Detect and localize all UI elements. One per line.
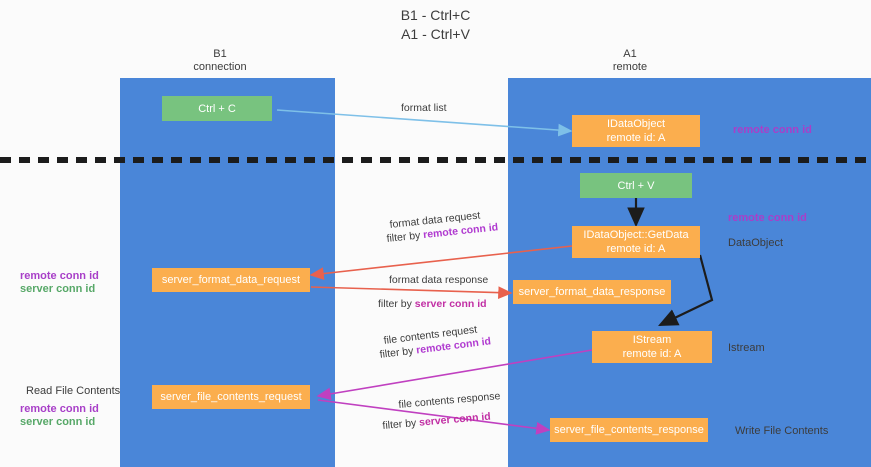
filter-prefix-1: filter by — [386, 229, 424, 245]
node-server-file-contents-response-label: server_file_contents_response — [554, 424, 704, 436]
page-title: B1 - Ctrl+C A1 - Ctrl+V — [0, 6, 871, 44]
caption-left-server-conn-id: server conn id — [20, 283, 96, 295]
node-server-file-contents-request-label: server_file_contents_request — [160, 391, 302, 403]
node-ctrl-c-label: Ctrl + C — [198, 102, 236, 115]
node-ctrl-v[interactable]: Ctrl + V — [580, 173, 692, 198]
caption-left-remote-conn-id-2: remote conn id — [20, 403, 99, 415]
edge-label-format-list: format list — [401, 102, 447, 114]
caption-write-file-contents: Write File Contents — [735, 425, 829, 437]
filter-key-server-conn-id-2: server conn id — [418, 410, 492, 429]
column-left-name: B1 — [213, 48, 227, 60]
node-idataobject-line1: IDataObject — [606, 118, 666, 130]
node-idataobject[interactable]: IDataObject remote id: A — [572, 115, 700, 147]
title-line-2: A1 - Ctrl+V — [401, 26, 470, 42]
node-server-file-contents-request[interactable]: server_file_contents_request — [152, 385, 310, 409]
node-istream[interactable]: IStream remote id: A — [592, 331, 712, 363]
filter-prefix-4: filter by — [382, 416, 420, 432]
column-left-role: connection — [193, 61, 247, 73]
column-header-right: A1 remote — [560, 48, 700, 74]
caption-read-file-contents: Read File Contents — [26, 385, 121, 397]
caption-istream: Istream — [728, 342, 765, 354]
caption-left-server-conn-id-2: server conn id — [20, 416, 96, 428]
caption-remote-conn-id-top: remote conn id — [733, 124, 812, 136]
edge-label-file-contents-response-filter: filter by server conn id — [382, 411, 491, 433]
caption-remote-conn-id-mid: remote conn id — [728, 212, 807, 224]
node-getdata[interactable]: IDataObject::GetData remote id: A — [572, 226, 700, 258]
edge-label-format-data-response: format data response — [389, 274, 489, 286]
node-server-format-data-response-label: server_format_data_response — [518, 286, 666, 298]
node-idataobject-line2: remote id: A — [606, 132, 666, 144]
node-ctrl-c[interactable]: Ctrl + C — [162, 96, 272, 121]
node-getdata-line1: IDataObject::GetData — [583, 229, 689, 241]
node-ctrl-v-label: Ctrl + V — [617, 179, 655, 192]
column-header-left: B1 connection — [150, 48, 290, 74]
node-istream-line1: IStream — [632, 334, 672, 346]
column-right-role: remote — [612, 61, 648, 73]
phase-divider — [0, 157, 871, 163]
node-istream-line2: remote id: A — [622, 348, 682, 360]
node-server-format-data-response[interactable]: server_format_data_response — [513, 280, 671, 304]
edge-label-format-data-response-filter: filter by server conn id — [378, 298, 487, 311]
edge-label-file-contents-response: file contents response — [398, 390, 501, 411]
caption-left-remote-conn-id: remote conn id — [20, 270, 99, 282]
node-server-file-contents-response[interactable]: server_file_contents_response — [550, 418, 708, 442]
caption-dataobject: DataObject — [728, 237, 784, 249]
arrow-format-data-response — [310, 286, 513, 300]
node-server-format-data-request[interactable]: server_format_data_request — [152, 268, 310, 292]
node-getdata-line2: remote id: A — [606, 243, 666, 255]
column-right-name: A1 — [623, 48, 637, 60]
title-line-1: B1 - Ctrl+C — [400, 7, 471, 23]
node-server-format-data-request-label: server_format_data_request — [161, 274, 301, 286]
filter-prefix-2: filter by — [378, 298, 415, 310]
filter-key-server-conn-id-1: server conn id — [414, 298, 487, 310]
